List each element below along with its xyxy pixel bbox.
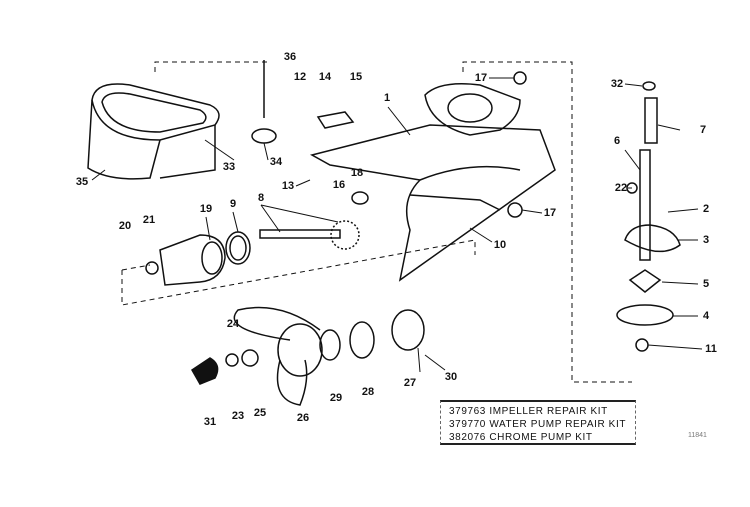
callout-31: 31: [203, 416, 217, 428]
callout-23: 23: [231, 410, 245, 422]
bearing-part: [351, 191, 369, 205]
callout-7: 7: [699, 124, 707, 136]
callout-11: 11: [705, 343, 717, 355]
kit-line: 379763 IMPELLER REPAIR KIT: [449, 406, 608, 417]
callout-29: 29: [329, 392, 343, 404]
callout-30: 30: [444, 371, 458, 383]
callout-20: 20: [118, 220, 132, 232]
callout-27: 27: [403, 377, 417, 389]
callout-25: 25: [253, 407, 267, 419]
propeller: [191, 306, 425, 406]
callout-6: 6: [613, 135, 621, 147]
callout-13: 13: [281, 180, 295, 192]
callout-12: 12: [293, 71, 307, 83]
callout-21: 21: [142, 214, 156, 226]
kit-line: 379770 WATER PUMP REPAIR KIT: [449, 419, 627, 430]
callout-14: 14: [318, 71, 332, 83]
gearcase: [309, 83, 556, 282]
callout-1: 1: [383, 92, 391, 104]
water-pump-parts: [507, 71, 681, 352]
repair-kit-legend: 379763 IMPELLER REPAIR KIT 379770 WATER …: [440, 400, 636, 445]
drive-shaft-part: [259, 229, 341, 239]
seal-part: [251, 128, 277, 144]
callout-2: 2: [702, 203, 710, 215]
callout-36: 36: [283, 51, 297, 63]
figure-number: 11841: [688, 432, 707, 439]
leader-lines: [91, 77, 703, 373]
callout-5: 5: [702, 278, 710, 290]
callout-16: 16: [332, 179, 346, 191]
callout-19: 19: [199, 203, 213, 215]
callout-9: 9: [229, 198, 237, 210]
callout-10: 10: [493, 239, 507, 251]
callout-26: 26: [296, 412, 310, 424]
callout-35: 35: [75, 176, 89, 188]
callout-32: 32: [610, 78, 624, 90]
callout-24: 24: [226, 318, 240, 330]
callout-4: 4: [702, 310, 710, 322]
callout-17b: 17: [543, 207, 557, 219]
callout-3: 3: [702, 234, 710, 246]
o-ring: [229, 235, 247, 261]
callout-33: 33: [222, 161, 236, 173]
cover-plate: [316, 111, 355, 129]
callout-22: 22: [614, 182, 628, 194]
pinion-gear: [330, 220, 360, 250]
callout-28: 28: [361, 386, 375, 398]
kit-line: 382076 CHROME PUMP KIT: [449, 432, 593, 443]
callout-17: 17: [474, 72, 488, 84]
callout-34: 34: [269, 156, 283, 168]
callout-15: 15: [349, 71, 363, 83]
callout-8: 8: [257, 192, 265, 204]
callout-18: 18: [350, 167, 364, 179]
group-outlines: [121, 61, 632, 383]
adapter-housing: [87, 83, 220, 180]
